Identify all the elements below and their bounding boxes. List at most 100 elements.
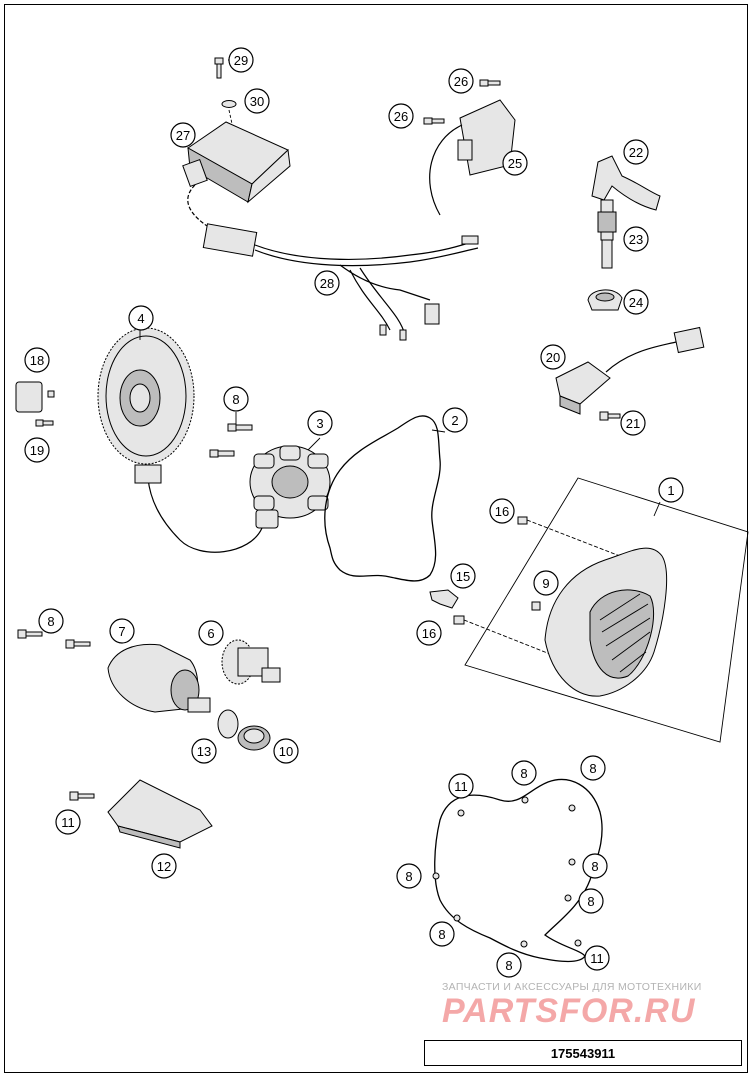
callout-circle bbox=[580, 755, 606, 781]
callout-circle bbox=[151, 853, 177, 879]
callout-label: 4 bbox=[137, 311, 144, 326]
callout-label: 25 bbox=[508, 156, 522, 171]
callout-circle bbox=[198, 620, 224, 646]
callout-label: 11 bbox=[590, 951, 604, 966]
screw-29 bbox=[214, 57, 224, 79]
callout-label: 19 bbox=[30, 443, 44, 458]
callout-circle bbox=[578, 888, 604, 914]
sensor-18 bbox=[15, 381, 55, 413]
callout-label: 29 bbox=[234, 53, 248, 68]
callout-label: 8 bbox=[405, 869, 412, 884]
callout-label: 8 bbox=[520, 766, 527, 781]
screw-26-top bbox=[479, 79, 501, 87]
callout-circle bbox=[55, 809, 81, 835]
callout-circle bbox=[416, 620, 442, 646]
starter-gear-6 bbox=[221, 639, 281, 685]
catalog-number: 175543911 bbox=[550, 1045, 616, 1061]
callout-circle bbox=[448, 773, 474, 799]
callout-c8b: 8 bbox=[38, 608, 64, 634]
callout-c10: 10 bbox=[273, 738, 299, 764]
callout-label: 26 bbox=[394, 109, 408, 124]
callout-label: 8 bbox=[587, 894, 594, 909]
callout-c8c: 8 bbox=[511, 760, 537, 786]
control-unit-27 bbox=[182, 121, 291, 204]
callout-c8g: 8 bbox=[396, 863, 422, 889]
callout-label: 30 bbox=[250, 94, 264, 109]
gasket-holes bbox=[432, 796, 582, 948]
screw-16-top bbox=[517, 516, 528, 525]
callout-circle bbox=[502, 150, 528, 176]
callout-circle bbox=[24, 347, 50, 373]
callout-circle bbox=[658, 477, 684, 503]
callout-circle bbox=[109, 618, 135, 644]
callout-label: 1 bbox=[667, 483, 674, 498]
callout-label: 7 bbox=[118, 624, 125, 639]
callout-c24: 24 bbox=[623, 289, 649, 315]
callout-label: 26 bbox=[454, 74, 468, 89]
callout-c13: 13 bbox=[191, 738, 217, 764]
watermark-logo: PARTSFOR.RU bbox=[442, 992, 696, 1030]
callout-circle bbox=[584, 945, 610, 971]
callout-label: 6 bbox=[207, 626, 214, 641]
gasket-large bbox=[434, 778, 603, 963]
spark-plug-cap-22 bbox=[591, 155, 661, 211]
callout-c19: 19 bbox=[24, 437, 50, 463]
callout-c27: 27 bbox=[170, 122, 196, 148]
callout-c16b: 16 bbox=[416, 620, 442, 646]
callout-label: 10 bbox=[279, 744, 293, 759]
callout-circle bbox=[307, 410, 333, 436]
callout-label: 8 bbox=[438, 927, 445, 942]
wiring-harness-28 bbox=[202, 223, 479, 341]
callout-label: 28 bbox=[320, 276, 334, 291]
screw-8-stator-b bbox=[209, 449, 235, 458]
voltage-regulator-20 bbox=[555, 326, 705, 415]
callout-c11b: 11 bbox=[448, 773, 474, 799]
screw-26-left bbox=[423, 117, 445, 125]
callout-c20: 20 bbox=[540, 344, 566, 370]
callout-circle bbox=[314, 270, 340, 296]
callout-c9: 9 bbox=[533, 570, 559, 596]
callout-c11a: 11 bbox=[55, 809, 81, 835]
callout-circle bbox=[244, 88, 270, 114]
callout-label: 8 bbox=[505, 958, 512, 973]
callout-circle bbox=[582, 853, 608, 879]
callout-circle bbox=[273, 738, 299, 764]
gasket-2 bbox=[324, 415, 441, 582]
callout-c22: 22 bbox=[623, 139, 649, 165]
callout-circle bbox=[442, 407, 468, 433]
callout-circle bbox=[38, 608, 64, 634]
callout-circle bbox=[396, 863, 422, 889]
callout-label: 13 bbox=[197, 744, 211, 759]
callout-circle bbox=[24, 437, 50, 463]
callout-c2: 2 bbox=[442, 407, 468, 433]
callout-label: 22 bbox=[629, 145, 643, 160]
callout-label: 20 bbox=[546, 350, 560, 365]
callout-c15: 15 bbox=[450, 563, 476, 589]
callout-label: 16 bbox=[422, 626, 436, 641]
ignition-coil-25 bbox=[429, 99, 516, 216]
callout-label: 24 bbox=[629, 295, 643, 310]
callout-circle bbox=[623, 139, 649, 165]
callout-label: 2 bbox=[451, 413, 458, 428]
callout-circle bbox=[448, 68, 474, 94]
callout-circle bbox=[228, 47, 254, 73]
screw-8-stator-a bbox=[227, 423, 253, 432]
callout-circle bbox=[191, 738, 217, 764]
callout-c28: 28 bbox=[314, 270, 340, 296]
screw-21 bbox=[599, 411, 621, 421]
screw-8-starter-a bbox=[17, 629, 43, 639]
callout-c29: 29 bbox=[228, 47, 254, 73]
callout-c8i: 8 bbox=[496, 952, 522, 978]
callout-c25: 25 bbox=[502, 150, 528, 176]
callout-c3: 3 bbox=[307, 410, 333, 436]
callout-label: 23 bbox=[629, 232, 643, 247]
callout-c11c: 11 bbox=[584, 945, 610, 971]
callout-c16a: 16 bbox=[489, 498, 515, 524]
washer-30 bbox=[221, 100, 237, 108]
callout-c8d: 8 bbox=[580, 755, 606, 781]
callout-circle bbox=[511, 760, 537, 786]
callout-c12: 12 bbox=[151, 853, 177, 879]
callout-label: 11 bbox=[61, 815, 75, 830]
callout-c1: 1 bbox=[658, 477, 684, 503]
